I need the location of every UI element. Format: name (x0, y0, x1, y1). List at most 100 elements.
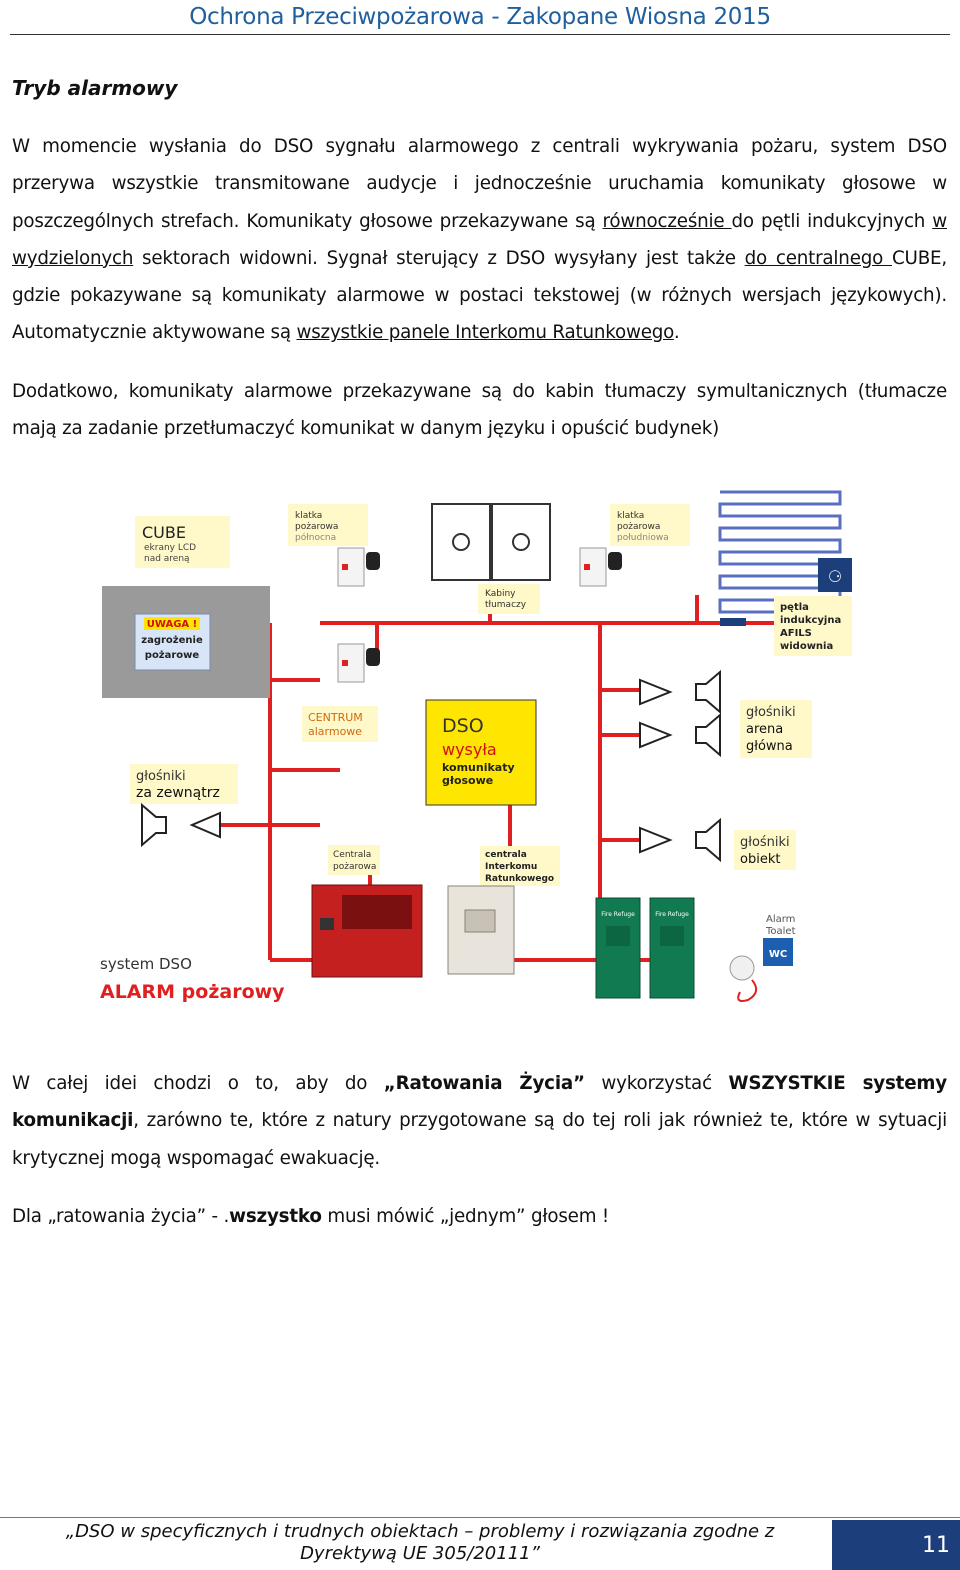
intercom-3: Ratunkowego (485, 874, 554, 884)
screen-line1: UWAGA ! (147, 619, 197, 630)
fire-panel-display (320, 918, 334, 930)
stair-north-3: północna (295, 532, 336, 543)
centrum-1: CENTRUM (308, 711, 363, 724)
page-number: 11 (922, 1533, 950, 1558)
amplifier-icon (639, 721, 673, 749)
dso-2: wysyła (442, 740, 497, 759)
handset-icon (366, 648, 380, 666)
p1-text-3: sektorach widowni. Sygnał sterujący z DS… (133, 247, 745, 269)
stair-south-label (610, 504, 690, 546)
booth-right (491, 503, 551, 581)
ear-glyph: ⚆ (828, 567, 842, 586)
outside-1: głośniki (136, 769, 186, 784)
p1-underline-4: wszystkie panele Interkomu Ratunkowego (296, 322, 674, 344)
amplifier-icon (189, 811, 221, 839)
amplifier-icon (639, 678, 673, 706)
paragraph-alarm-mode: W momencie wysłania do DSO sygnału alarm… (12, 128, 947, 352)
stair-north-label (288, 504, 368, 546)
wc-sign-icon (763, 938, 793, 966)
fire-panel-keypad (342, 895, 412, 929)
handset-icon (608, 552, 622, 570)
arena-3: główna (746, 739, 793, 754)
page-number-box (832, 1520, 960, 1570)
intercom-central-panel (464, 909, 496, 933)
dso-3: komunikaty (442, 761, 515, 774)
p4-text-1: Dla „ratowania życia” - . (12, 1206, 230, 1227)
fire-2: pożarowa (333, 862, 376, 872)
screen-warning-bg (144, 617, 200, 630)
intercom-panel-centre (337, 643, 365, 683)
refuge-2-label: Fire Refuge (655, 911, 689, 918)
booth-2: tłumaczy (485, 600, 527, 610)
dso-box (425, 699, 537, 806)
amplifier-icon (639, 826, 673, 854)
p3-text-3: , zarówno te, które z natury przygotowan… (12, 1110, 947, 1169)
loop-2: indukcyjna (780, 615, 841, 626)
object-1: głośniki (740, 835, 790, 850)
p1-text-5: . (673, 322, 680, 344)
stair-south-2: pożarowa (617, 522, 660, 532)
intercom-panel-south (579, 547, 607, 587)
headset-icon (452, 533, 470, 551)
smoke-detector-icon (729, 955, 755, 981)
stair-south-3: południowa (617, 533, 669, 543)
loop-3: AFILS (780, 628, 812, 639)
wc-alarm-1: Alarm (766, 914, 795, 925)
object-2: obiekt (740, 852, 780, 867)
p1-text-4: CUBE, gdzie pokazywane są komunikaty ala… (12, 247, 948, 344)
booth-left (431, 503, 491, 581)
refuge-1-screen (606, 926, 630, 946)
dso-4: głosowe (442, 774, 493, 787)
header-title: Ochrona Przeciwpożarowa - Zakopane Wiosn… (189, 4, 771, 30)
p1-underline-1: równocześnie (602, 210, 732, 232)
speaker-icon (695, 817, 721, 863)
p3-text-2: wykorzystać (584, 1073, 729, 1094)
arena-1: głośniki (746, 705, 796, 720)
intercom-button (342, 660, 348, 666)
headset-icon (512, 533, 530, 551)
outside-label (130, 764, 238, 804)
intercom-1: centrala (485, 850, 527, 860)
cube-sub1: ekrany LCD (144, 543, 196, 553)
loop-label (774, 596, 852, 656)
intercom-button (584, 564, 590, 570)
paragraph-conclusion: W całej idei chodzi o to, aby do „Ratowa… (12, 1065, 947, 1177)
dso-1: DSO (442, 715, 484, 737)
cube-label (135, 516, 230, 568)
screen-line3: pożarowe (145, 650, 200, 661)
refuge-panel-2 (649, 897, 695, 999)
header-divider (10, 34, 950, 35)
intercom-central-label (480, 846, 560, 886)
stair-south-1: klatka (617, 511, 644, 521)
wc-sign-text: WC (769, 949, 787, 960)
refuge-panel-1 (595, 897, 641, 999)
pull-cord-icon (737, 979, 758, 1002)
p1-underline-3: do centralnego (744, 247, 892, 269)
centrum-label (302, 706, 378, 742)
section-title: Tryb alarmowy (12, 76, 178, 100)
fire-1: Centrala (333, 850, 371, 860)
loop-1: pętla (780, 602, 809, 613)
alarm-caption: ALARM pożarowy (100, 981, 285, 1003)
object-label (734, 830, 796, 870)
p3-text-1: W całej idei chodzi o to, aby do (12, 1073, 384, 1094)
loop-4: widownia (780, 641, 833, 652)
booth-1: Kabiny (485, 589, 516, 599)
handset-icon (366, 552, 380, 570)
hearing-loop-sign-icon (818, 558, 852, 592)
cube-sub2: nad areną (144, 554, 190, 564)
intercom-button (342, 564, 348, 570)
paragraph-motto: Dla „ratowania życia” - .wszystko musi m… (12, 1198, 947, 1235)
speaker-icon (695, 712, 721, 758)
intercom-2: Interkomu (485, 862, 537, 872)
speaker-icon (141, 802, 167, 848)
refuge-1-label: Fire Refuge (601, 911, 635, 918)
p4-text-2: musi mówić „jednym” głosem ! (321, 1206, 610, 1227)
outside-2: za zewnątrz (136, 785, 220, 801)
footer-divider (0, 1517, 960, 1518)
cube-title: CUBE (142, 523, 186, 542)
p1-text-2: do pętli indukcyjnych (731, 210, 933, 232)
stair-north-1: klatka (295, 511, 322, 521)
screen-line2: zagrożenie (141, 635, 203, 646)
intercom-panel-north (337, 547, 365, 587)
